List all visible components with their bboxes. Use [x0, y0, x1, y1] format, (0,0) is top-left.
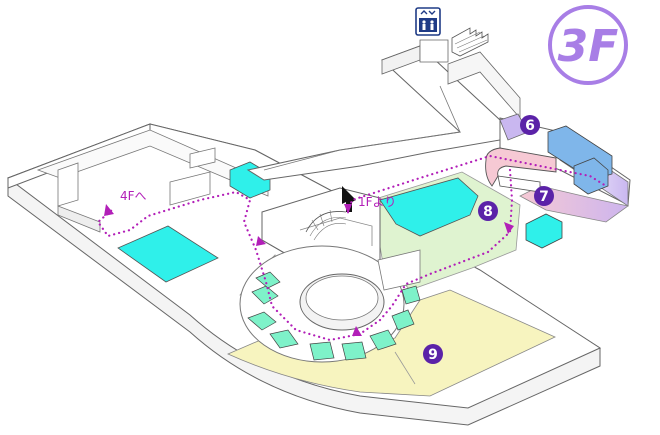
floor-badge: 3F: [548, 5, 628, 85]
upper-corridor: [246, 39, 521, 181]
marker-8[interactable]: 8: [478, 201, 498, 221]
route-arrow-icon: [104, 204, 514, 336]
marker-6[interactable]: 6: [520, 115, 540, 135]
marker-7[interactable]: 7: [534, 186, 554, 206]
cyan-rooms: [117, 161, 479, 283]
spiral-stairs: [305, 209, 347, 241]
marker-9[interactable]: 9: [423, 344, 443, 364]
left-wing-walls: [7, 123, 269, 233]
visitor-route: [96, 154, 608, 342]
stairs-icon: [451, 27, 489, 57]
display-cases: [247, 271, 421, 361]
marker-7-label: 7: [539, 189, 549, 205]
right-wing: [485, 113, 631, 249]
floor-label: 3F: [558, 21, 619, 72]
route-label-to-4f: 4Fへ: [120, 189, 147, 203]
elevator-icon: [415, 7, 441, 36]
marker-9-label: 9: [428, 347, 438, 363]
route-label-from-1f: 1Fより: [358, 195, 396, 209]
entry-arrow-icon: [342, 186, 356, 212]
marker-8-label: 8: [483, 204, 493, 220]
marker-6-label: 6: [525, 118, 535, 134]
